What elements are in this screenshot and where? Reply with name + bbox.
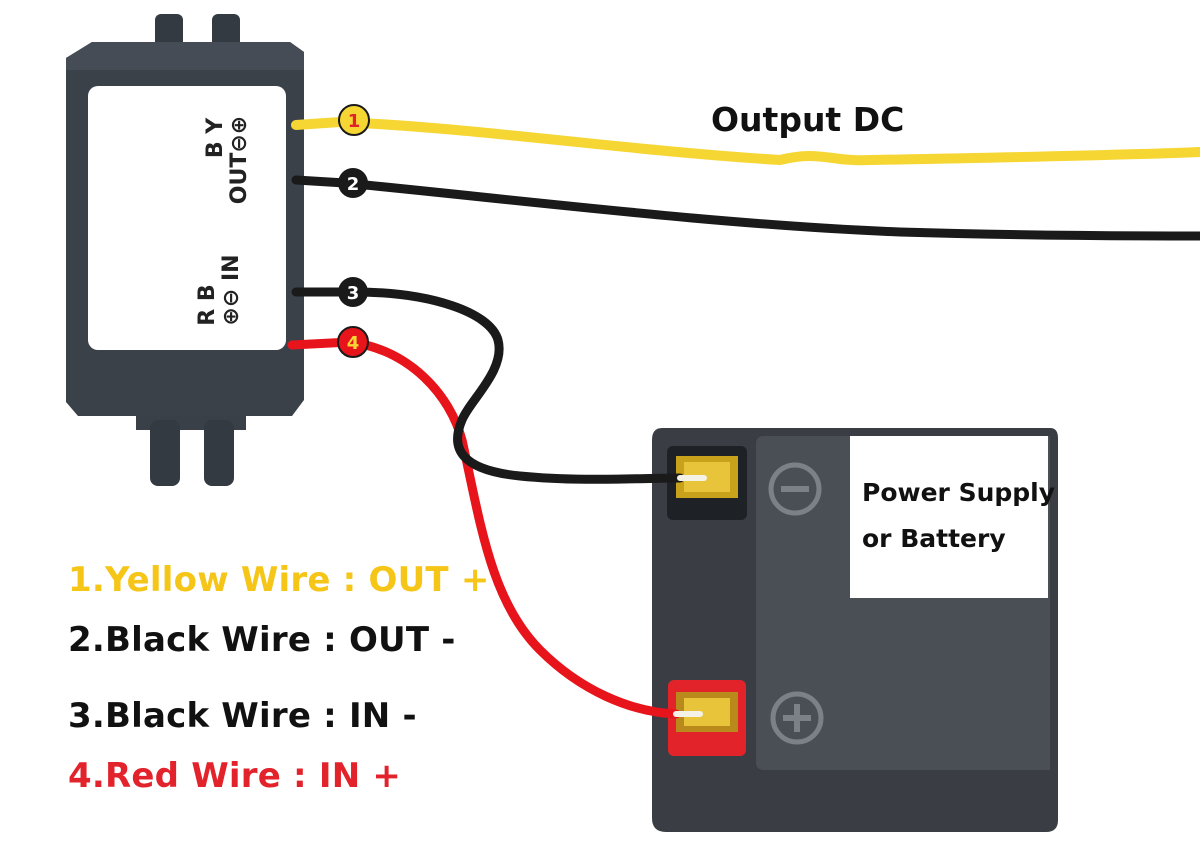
power-supply-label-line2: or Battery: [862, 524, 1006, 553]
wire-badge-1: 1: [338, 104, 370, 136]
wire-red-in-positive: [287, 337, 681, 719]
battery: [652, 428, 1058, 832]
battery-label-plate: [850, 436, 1048, 598]
wire-badge-4: 4: [337, 326, 369, 358]
wire-yellow-out-positive: [291, 116, 1200, 166]
converter-out-terminal: OUT⊖⊕: [227, 116, 252, 204]
battery-negative-marking: [768, 462, 822, 516]
legend-wire-2: 2.Black Wire : OUT -: [68, 620, 456, 660]
wire-badge-2: 2: [338, 168, 368, 198]
output-dc-label: Output DC: [711, 100, 905, 139]
wire-black-out-negative: [291, 175, 1200, 241]
wires: [287, 116, 1200, 719]
legend-wire-1: 1.Yellow Wire : OUT +: [68, 560, 490, 600]
battery-positive-marking: [770, 691, 824, 745]
power-supply-label-line1: Power Supply: [862, 478, 1056, 507]
svg-text:3: 3: [347, 283, 360, 304]
converter-module: B Y OUT⊖⊕ R B ⊕⊖ IN: [66, 42, 304, 416]
svg-text:4: 4: [347, 333, 360, 354]
legend-wire-3: 3.Black Wire : IN -: [68, 696, 417, 736]
converter-in-terminal: ⊕⊖ IN: [219, 254, 244, 325]
power-supply-label: Power Supply or Battery: [862, 470, 1055, 562]
svg-text:2: 2: [347, 174, 360, 195]
converter-out-marking: B Y: [203, 117, 228, 158]
legend-wire-4: 4.Red Wire : IN +: [68, 756, 402, 796]
converter-in-marking: R B: [195, 284, 220, 325]
wire-badge-3: 3: [338, 277, 368, 307]
svg-text:1: 1: [348, 111, 361, 132]
converter-label-plate: [88, 86, 286, 350]
wire-black-in-negative: [291, 287, 685, 484]
